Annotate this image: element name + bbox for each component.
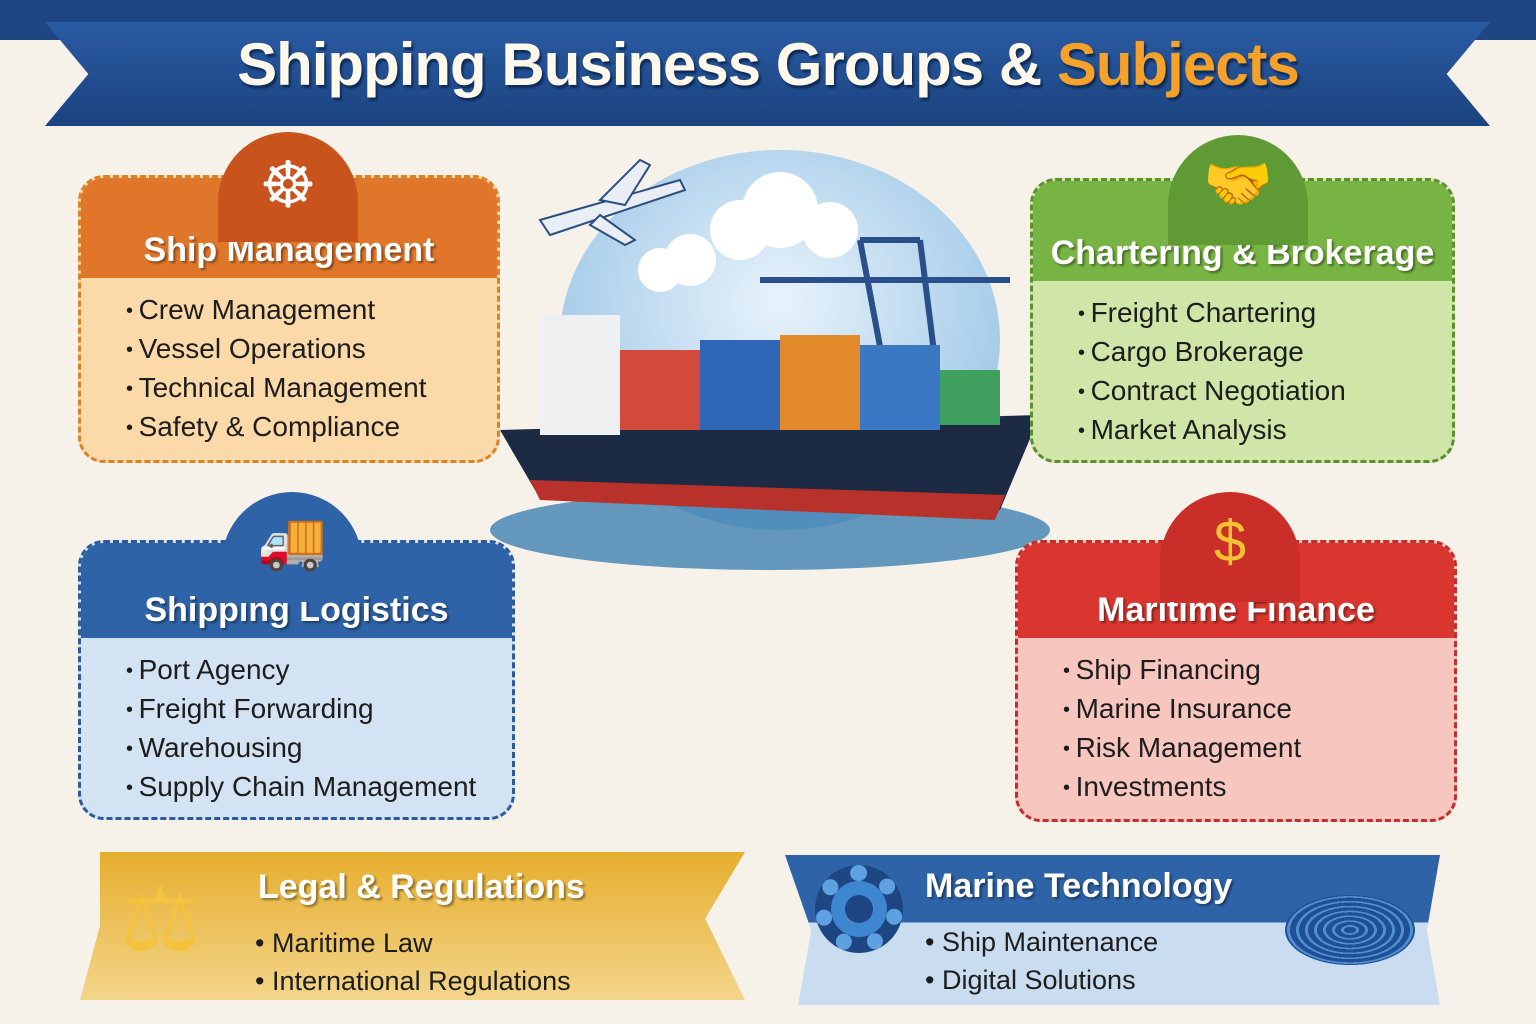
cargo-ship-illustration [490, 150, 1050, 570]
container-stack [620, 335, 1000, 430]
ship-wheel-icon: ☸ [218, 132, 358, 242]
scales-icon: ⚖ [120, 870, 201, 970]
list-item: Investments [1063, 767, 1454, 806]
list-item: Market Analysis [1078, 410, 1452, 449]
airplane-icon [538, 158, 687, 247]
page-title: Shipping Business Groups & Subjects [0, 30, 1536, 99]
banner-title: Legal & Regulations [258, 868, 585, 906]
gear-icon [815, 865, 903, 953]
banner-title: Marine Technology [925, 867, 1233, 905]
list-item: Digital Solutions [925, 965, 1158, 1003]
list-item: Safety & Compliance [126, 407, 497, 446]
truck-icon: 🚚 [222, 492, 362, 602]
marine-technology-banner: Marine Technology Ship MaintenanceDigita… [785, 855, 1440, 1005]
list-item: Warehousing [126, 728, 512, 767]
coins-icon: $ [1160, 492, 1300, 602]
cloud-icon [638, 172, 858, 292]
list-item: Risk Management [1063, 728, 1454, 767]
title-accent: Subjects [1056, 31, 1300, 98]
title-main: Shipping Business Groups & [237, 31, 1042, 98]
list-item: Maritime Law [255, 928, 571, 966]
list-item: Technical Management [126, 368, 497, 407]
radar-icon [1285, 895, 1415, 965]
list-item: Marine Insurance [1063, 689, 1454, 728]
title-banner [45, 22, 1490, 126]
list-item: Cargo Brokerage [1078, 332, 1452, 371]
list-item: Freight Chartering [1078, 293, 1452, 332]
list-item: Freight Forwarding [126, 689, 512, 728]
legal-regulations-banner: ⚖ Legal & Regulations Maritime LawIntern… [80, 852, 745, 1000]
handshake-icon: 🤝 [1168, 135, 1308, 245]
list-item: Ship Maintenance [925, 927, 1158, 965]
crane-icon [760, 237, 1010, 401]
list-item: Port Agency [126, 650, 512, 689]
list-item: Supply Chain Management [126, 767, 512, 806]
list-item: International Regulations [255, 966, 571, 1000]
list-item: Contract Negotiation [1078, 371, 1452, 410]
list-item: Ship Financing [1063, 650, 1454, 689]
list-item: Vessel Operations [126, 329, 497, 368]
list-item: Crew Management [126, 290, 497, 329]
